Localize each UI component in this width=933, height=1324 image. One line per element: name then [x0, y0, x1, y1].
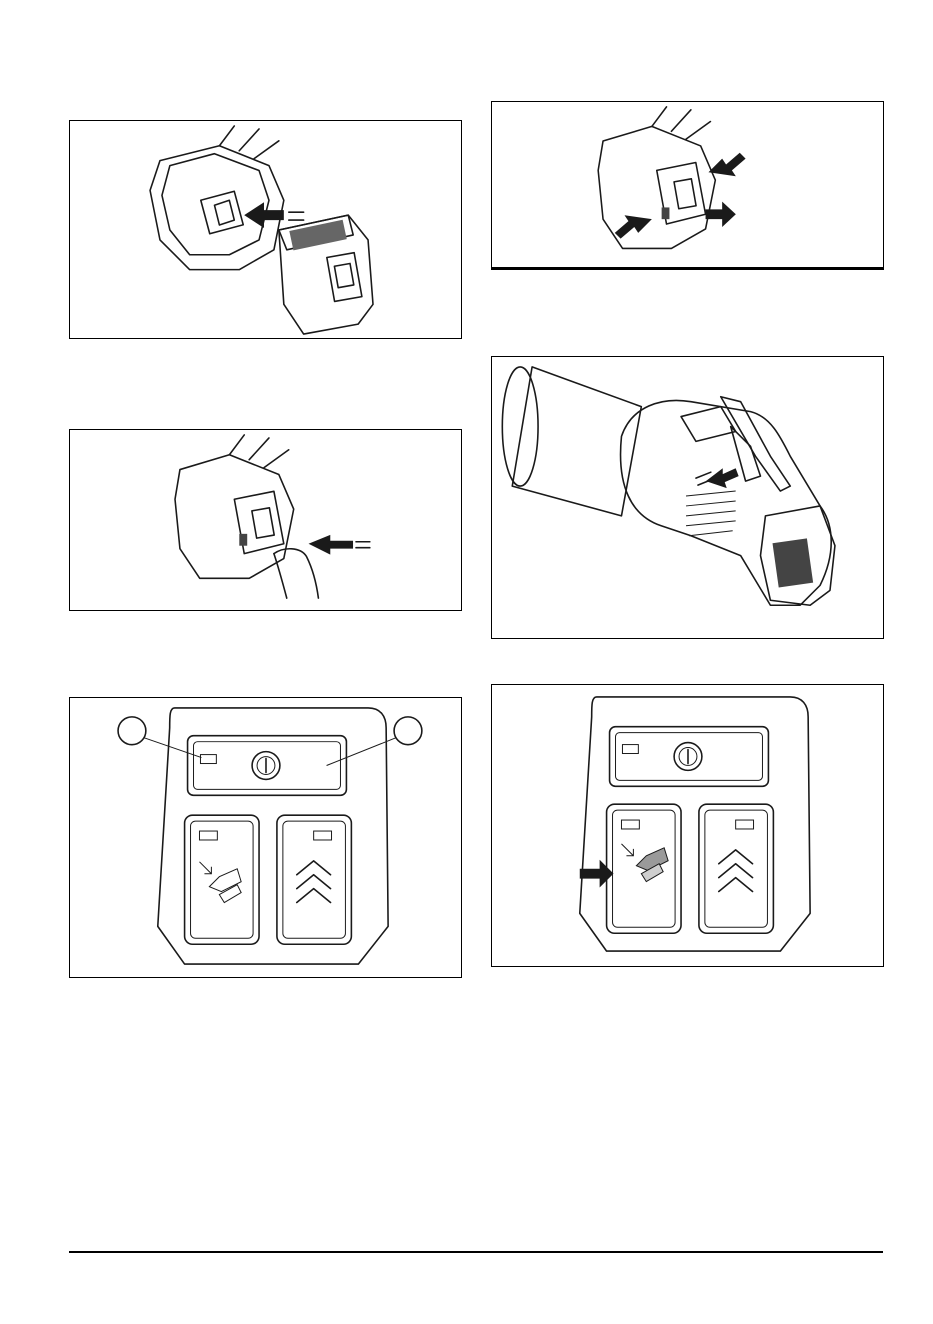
motor-fins — [686, 491, 736, 536]
battery-insertion-illustration — [70, 121, 461, 338]
battery-vent-grid — [289, 220, 346, 251]
blower-illustration — [492, 357, 883, 638]
footer-rule — [69, 1251, 883, 1253]
figure-blower-trigger — [491, 356, 884, 639]
battery-led-indicator — [200, 755, 216, 764]
battery-push-in-illustration — [70, 430, 461, 610]
battery-led-indicator — [622, 745, 638, 754]
chevron-up-icon — [719, 850, 753, 892]
boost-arrow — [580, 860, 614, 888]
figure-battery-insertion — [69, 120, 462, 339]
figure-control-panel-boost — [491, 684, 884, 967]
release-arrow-top — [708, 153, 745, 176]
figure-battery-release — [491, 101, 884, 270]
chevron-up-icon — [297, 861, 331, 903]
push-arrow — [309, 535, 354, 555]
control-panel-boost-illustration — [492, 685, 883, 966]
battery-release-illustration — [492, 102, 883, 267]
control-panel-illustration — [70, 698, 461, 977]
figure-battery-push-in — [69, 429, 462, 611]
callout-1 — [118, 717, 146, 745]
trigger-arrow — [706, 468, 739, 488]
release-arrow-bottom — [615, 215, 652, 238]
insert-arrow — [244, 202, 284, 228]
callout-2 — [394, 717, 422, 745]
figure-control-panel-callouts — [69, 697, 462, 978]
